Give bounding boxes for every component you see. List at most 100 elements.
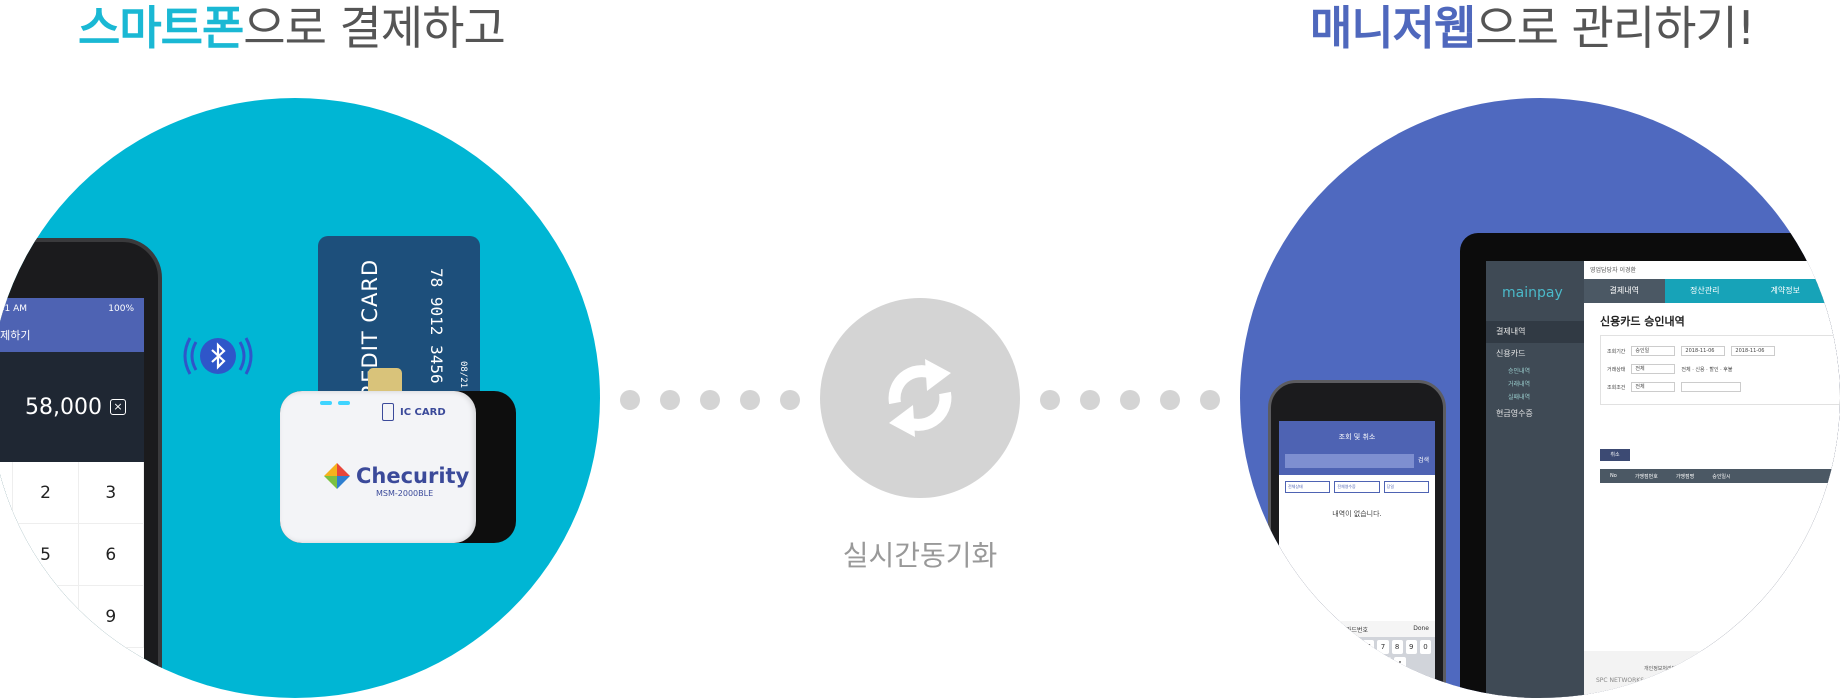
left-circle-bg: 9:41 AM 100% 결제하기 58,000 × 2 3 5 6 [0,98,600,698]
keyboard-key[interactable]: 0 [1419,640,1432,654]
keyboard-toolbar: 승인번호,금액,실물번호,카드번호 Done [1279,621,1435,637]
keypad-key[interactable]: 9 [78,586,144,648]
keypad-key[interactable]: 6 [78,524,144,586]
form-label: 조회조건 [1607,384,1626,391]
right-illustration: mainpay 결제내역 신용카드 승인내역 거래내역 실패내역 현금영수증 영… [1240,98,1840,698]
connector-dot [1200,390,1220,410]
keyboard-key[interactable]: 5 [1349,640,1361,654]
right-circle-bg: mainpay 결제내역 신용카드 승인내역 거래내역 실패내역 현금영수증 영… [1240,98,1840,698]
card-reader: IC CARD Checurity MSM-2000BLE [280,391,516,543]
app-search-input[interactable] [1285,454,1414,468]
payment-amount: 58,000 [25,394,102,420]
ic-card-slot: IC CARD [382,403,446,421]
phone-time: 9:41 AM [0,304,27,314]
keyboard-key[interactable]: 9 [1405,640,1417,654]
sync-icon [888,359,952,437]
column-header: 가맹점명 [1675,473,1695,480]
smartphone: 9:41 AM 100% 결제하기 58,000 × 2 3 5 6 [0,238,162,698]
phone-pay-bar[interactable] [0,674,144,698]
led-indicator [338,401,350,405]
search-input[interactable] [1681,382,1742,392]
keyboard-key[interactable]: 6 [1363,640,1375,654]
sync-label: 실시간동기화 [842,539,998,572]
form-radio-group[interactable]: 전체 · 신용 · 할인 · 후불 [1681,366,1733,373]
keyboard-key[interactable]: " [1394,657,1406,671]
keyboard-key[interactable]: ₩ [1349,657,1361,671]
form-select[interactable]: 전체 [1631,382,1676,392]
form-row: 조회기간 승인일 2018-11-06 2018-11-06 [1607,342,1840,360]
column-header: 가맹점번호 [1634,473,1658,480]
smartphone-screen: 9:41 AM 100% 결제하기 58,000 × 2 3 5 6 [0,298,144,698]
form-label: 조회기간 [1607,348,1626,355]
monitor: mainpay 결제내역 신용카드 승인내역 거래내역 실패내역 현금영수증 영… [1460,233,1840,698]
sidebar-item[interactable]: 승인내역 [1508,368,1531,375]
app-filter-select[interactable]: 전체영수증 [1334,481,1380,493]
phone-battery: 100% [108,304,134,314]
tab-settlement[interactable]: 정산관리 [1690,286,1720,295]
cancel-button[interactable]: 취소 [1600,449,1630,461]
keypad-key[interactable] [0,462,14,524]
left-headline-highlight: 스마트폰 [78,1,244,55]
web-footer: SPC NETWORKS 개인정보처리방침 [1584,651,1840,698]
sidebar-group-cash-receipt[interactable]: 현금영수증 [1496,409,1533,418]
model-name: MSM-2000BLE [376,489,434,498]
keypad-key[interactable] [0,586,14,648]
ic-card-label: IC CARD [400,406,446,418]
mainpay-logo[interactable]: mainpay [1502,285,1563,301]
footer-logo: SPC NETWORKS [1596,677,1645,684]
right-headline-highlight: 매니저웹 [1310,1,1476,55]
connector-dot [780,390,800,410]
keyboard-key[interactable]: & [1364,657,1376,671]
sidebar-section-payments[interactable]: 결제내역 [1486,321,1584,343]
keyboard-key[interactable]: 8 [1391,640,1403,654]
tab-more[interactable]: 고 [1826,279,1840,303]
connector-dot [1080,390,1100,410]
sync-circle [820,298,1020,498]
app-filter-select[interactable]: 당일 [1383,481,1429,493]
app-filters: 전체상태 전체영수증 당일 [1279,475,1435,499]
ic-card-icon [382,403,394,421]
keyboard-key[interactable]: 7 [1377,640,1389,654]
sidebar-item[interactable]: 실패내역 [1508,394,1531,401]
keypad-key[interactable]: 2 [13,462,79,524]
left-headline: 스마트폰으로 결제하고 [78,0,506,58]
form-select[interactable]: 승인일 [1631,346,1676,356]
app-title: 조회 및 취소 [1279,421,1435,451]
connector-dot [740,390,760,410]
form-label: 거래상태 [1607,366,1626,373]
column-header: 승인일시 [1712,473,1731,480]
keypad: 2 3 5 6 9 [0,462,144,648]
keyboard-key[interactable]: @ [1379,657,1391,671]
keypad-key[interactable]: 5 [13,524,79,586]
tab-payments[interactable]: 결제내역 [1584,279,1665,303]
phone-status-bar: 9:41 AM 100% [0,298,144,320]
keypad-key[interactable]: 3 [78,462,144,524]
connector-dot [1160,390,1180,410]
card-expiry: 08/21 [458,361,468,389]
sidebar-item[interactable]: 거래내역 [1508,381,1531,388]
keyboard-hint: 승인번호,금액,실물번호,카드번호 [1285,627,1369,634]
form-select[interactable]: 전체 [1631,364,1676,374]
left-headline-rest: 으로 결제하고 [243,1,506,55]
app-search-button[interactable]: 검색 [1417,457,1429,464]
table-header: No 가맹점번호 가맹점명 승인일시 [1600,469,1840,483]
connector-dot [620,390,640,410]
footer-text[interactable]: 개인정보처리방침 [1644,666,1681,672]
right-headline: 매니저웹으로 관리하기! [1310,0,1755,58]
keypad-key[interactable] [0,524,14,586]
keyboard-row: ₩ & @ " [1279,654,1435,671]
clear-icon[interactable]: × [110,399,126,415]
tab-contract[interactable]: 계약정보 [1770,286,1800,295]
app-filter-select[interactable]: 전체상태 [1285,481,1331,493]
keypad-key[interactable] [13,586,79,648]
date-input[interactable]: 2018-11-06 [1731,346,1776,356]
led-indicator [320,401,332,405]
brand-logo: Checurity [322,461,469,491]
date-input[interactable]: 2018-11-06 [1681,346,1726,356]
card-number: 78 9012 3456 [427,268,446,384]
app-search-bar: 검색 [1279,451,1435,475]
sidebar-group-credit-card[interactable]: 신용카드 [1496,349,1526,358]
search-form: 조회기간 승인일 2018-11-06 2018-11-06 거래상태 전체 전… [1600,335,1840,405]
keyboard-done-button[interactable]: Done [1413,625,1429,632]
web-tabs: 결제내역 정산관리 계약정보 고 [1584,279,1840,303]
